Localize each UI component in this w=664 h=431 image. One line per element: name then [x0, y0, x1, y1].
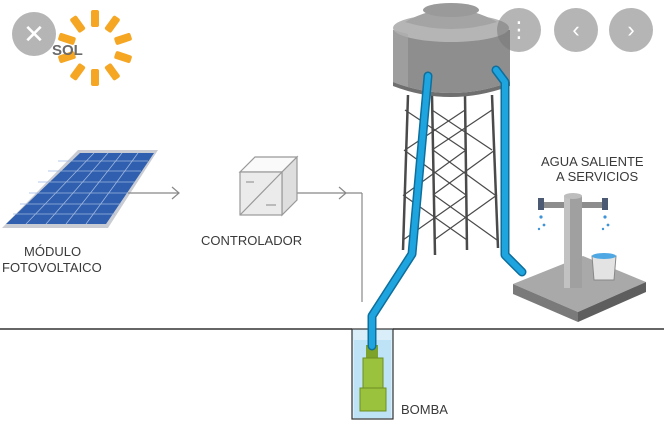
- next-button[interactable]: ›: [609, 8, 653, 52]
- panel-label-line2: FOTOVOLTAICO: [2, 260, 102, 275]
- panel-label-line1: MÓDULO: [24, 244, 81, 259]
- chevron-left-icon: ‹: [572, 17, 580, 42]
- more-vertical-icon: ⋮: [508, 17, 530, 42]
- controller-box: [238, 155, 299, 217]
- service-outlet: [513, 193, 646, 322]
- close-button[interactable]: ✕: [12, 12, 56, 56]
- wire-panel-controller: [128, 186, 180, 200]
- wire-controller-pump: [295, 186, 363, 302]
- water-tank: [393, 3, 510, 97]
- sun-icon: [58, 10, 132, 86]
- pipe-tank-to-outlet: [491, 65, 527, 277]
- close-icon: ✕: [23, 19, 45, 49]
- chevron-right-icon: ›: [627, 17, 635, 42]
- sun-label: SOL: [52, 42, 83, 59]
- outlet-label-line2: A SERVICIOS: [556, 169, 638, 184]
- controller-label: CONTROLADOR: [201, 233, 302, 248]
- outlet-label-line1: AGUA SALIENTE: [541, 154, 644, 169]
- more-options-button[interactable]: ⋮: [497, 8, 541, 52]
- tank-tower: [401, 94, 500, 256]
- pipe-pump-to-tank: [367, 71, 433, 351]
- solar-panel: [2, 150, 158, 228]
- previous-button[interactable]: ‹: [554, 8, 598, 52]
- pump-label: BOMBA: [401, 402, 448, 417]
